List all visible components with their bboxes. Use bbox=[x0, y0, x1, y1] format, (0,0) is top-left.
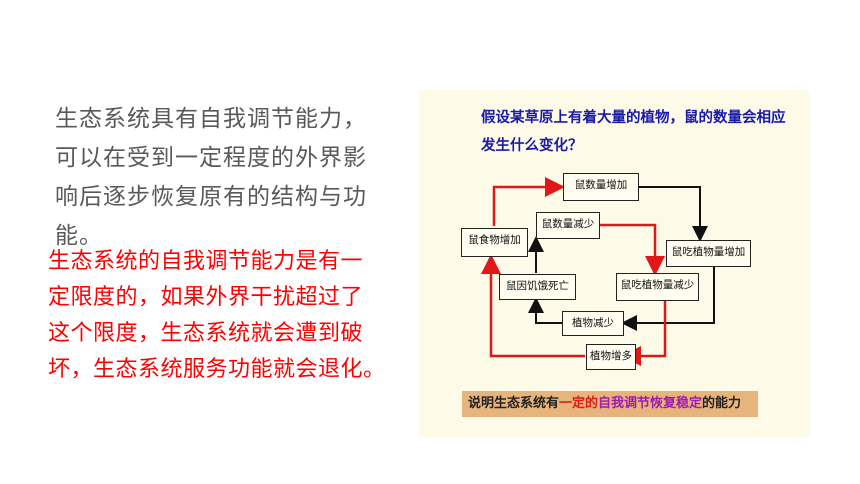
box-rat-eat-plants-increase: 鼠吃植物量增加 bbox=[666, 240, 751, 267]
banner-part2: 一定的 bbox=[559, 396, 599, 411]
conclusion-banner: 说明生态系统有一定的自我调节恢复稳定的能力 bbox=[462, 391, 758, 417]
red-line: 这个限度，生态系统就会遭到破 bbox=[48, 321, 364, 346]
gray-line: 生态系统具有自我调节能力， bbox=[55, 106, 367, 132]
arrow-eat-decrease-to-plants-increase bbox=[621, 300, 667, 366]
question-line: 假设某草原上有着大量的植物，鼠的数量会相应 bbox=[481, 109, 786, 126]
question-line: 发生什么变化？ bbox=[481, 137, 583, 154]
box-rat-starve: 鼠因饥饿死亡 bbox=[499, 274, 576, 300]
gray-line: 能。 bbox=[55, 223, 103, 249]
question-text: 假设某草原上有着大量的植物，鼠的数量会相应 发生什么变化？ bbox=[481, 104, 801, 160]
arrow-plants-to-starve bbox=[528, 297, 563, 324]
arrow-food-to-count bbox=[492, 177, 565, 226]
box-rat-count-decrease: 鼠数量减少 bbox=[536, 212, 600, 239]
box-rat-count-increase: 鼠数量增加 bbox=[563, 173, 639, 201]
red-line: 坏，生态系统服务功能就会退化。 bbox=[48, 357, 386, 382]
arrow-eat-to-plants-decrease bbox=[621, 266, 715, 331]
banner-part4: 的能力 bbox=[702, 396, 742, 411]
box-rat-food-increase: 鼠食物增加 bbox=[461, 228, 528, 257]
box-plants-increase: 植物增多 bbox=[586, 344, 636, 370]
red-line: 生态系统的自我调节能力是有一 bbox=[48, 249, 364, 274]
box-rat-eat-plants-decrease: 鼠吃植物量减少 bbox=[616, 273, 699, 301]
arrow-decrease-to-eat-decrease bbox=[596, 223, 665, 276]
box-plants-decrease: 植物减少 bbox=[562, 311, 624, 336]
banner-part3: 自我调节恢复稳定 bbox=[598, 396, 703, 411]
banner-part1: 说明生态系统有 bbox=[468, 396, 560, 411]
gray-line: 响后逐步恢复原有的结构与功 bbox=[55, 184, 367, 210]
gray-line: 可以在受到一定程度的外界影 bbox=[55, 145, 367, 171]
feedback-diagram-figure: 假设某草原上有着大量的植物，鼠的数量会相应 发生什么变化？ 鼠数量增加 鼠数量减… bbox=[419, 90, 810, 437]
gray-paragraph: 生态系统具有自我调节能力， 可以在受到一定程度的外界影 响后逐步恢复原有的结构与… bbox=[55, 100, 415, 256]
arrow-count-to-eat bbox=[639, 186, 708, 242]
red-line: 定限度的，如果外界干扰超过了 bbox=[48, 285, 364, 310]
arrow-plants-to-food bbox=[481, 254, 585, 358]
diagram-arrows bbox=[481, 177, 715, 366]
red-paragraph: 生态系统的自我调节能力是有一 定限度的，如果外界干扰超过了 这个限度，生态系统就… bbox=[48, 244, 428, 388]
